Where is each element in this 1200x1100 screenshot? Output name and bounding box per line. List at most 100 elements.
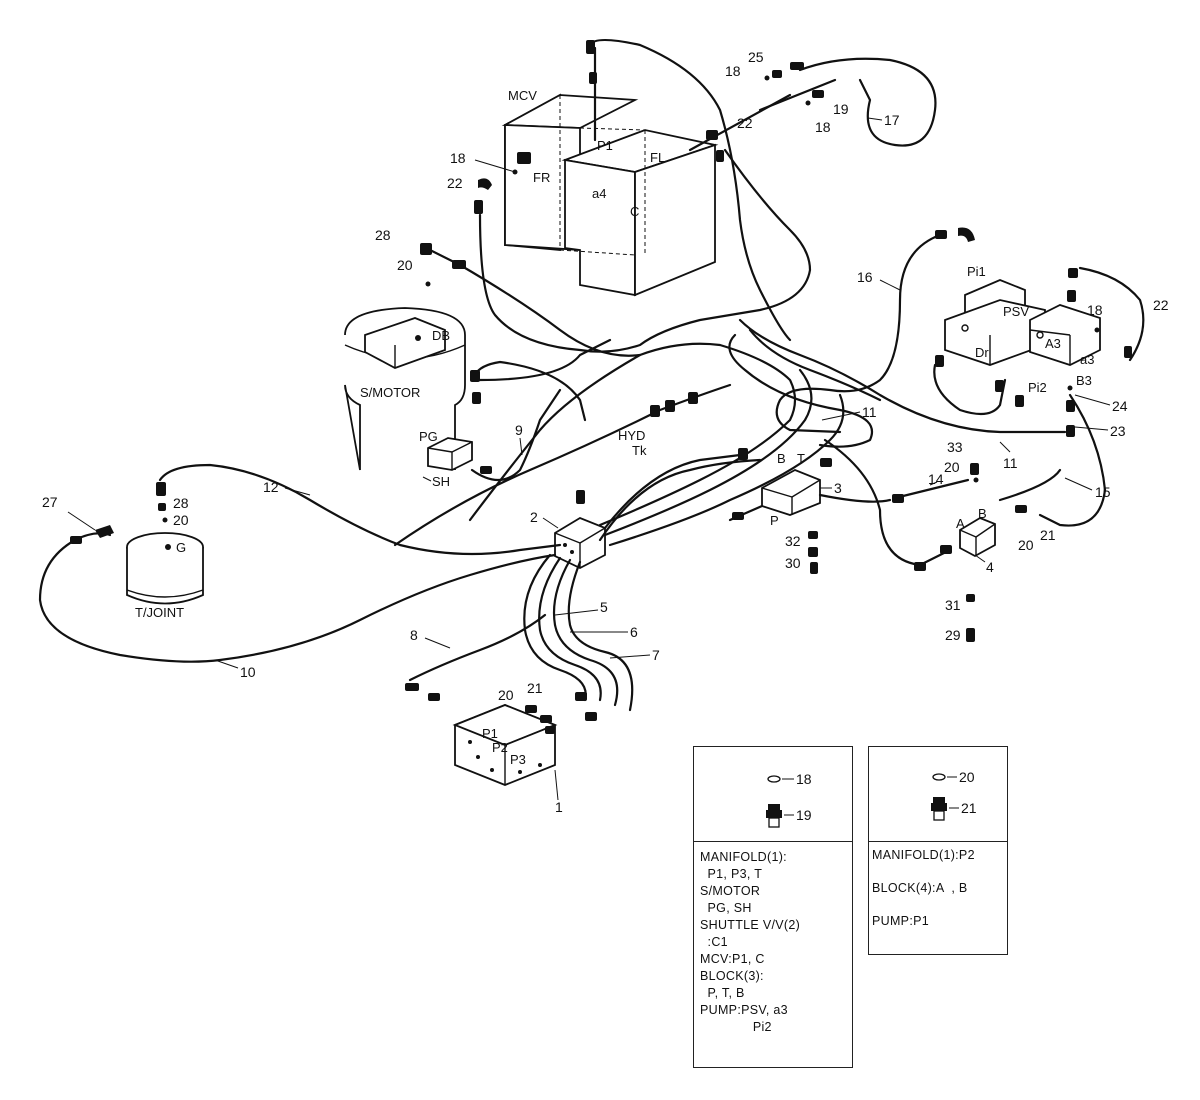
dr-port-label: Dr [975, 345, 989, 360]
plug-fitting-icon [931, 797, 947, 821]
callouts: 1 2 3 4 5 6 7 8 9 10 11 11 12 14 15 16 1… [42, 49, 1169, 815]
callout-22-top: 22 [737, 115, 753, 131]
callout-16: 16 [857, 269, 873, 285]
fr-fitting-icon [517, 152, 531, 164]
legend-right-part-21: 21 [961, 800, 977, 816]
pump-assembly: Pi1 PSV Dr A3 a3 B3 Pi2 [944, 264, 1101, 395]
callout-1: 1 [555, 799, 563, 815]
block3-b-port-label: B [777, 451, 786, 466]
callout-33: 33 [947, 439, 963, 455]
o-ring-icon [932, 773, 946, 781]
callout-18-right: 18 [815, 119, 831, 135]
callout-20-motor: 20 [397, 257, 413, 273]
callout-29: 29 [945, 627, 961, 643]
callout-19: 19 [833, 101, 849, 117]
callout-31: 31 [945, 597, 961, 613]
manifold-p2-port-label: P2 [492, 740, 508, 755]
smotor-label: S/MOTOR [360, 385, 420, 400]
legend-left-part-18: 18 [796, 771, 812, 787]
callout-5: 5 [600, 599, 608, 615]
legend-right-line: MANIFOLD(1):P2 [872, 848, 975, 862]
mcv-assembly: MCV FR FL P1 a4 C [501, 88, 719, 297]
callout-12: 12 [263, 479, 279, 495]
callout-27: 27 [42, 494, 58, 510]
manifold-p3-port-label: P3 [510, 752, 526, 767]
block4-a-port-label: A [956, 516, 965, 531]
fr-port-label: FR [533, 170, 550, 185]
callout-20-block4b: 20 [1018, 537, 1034, 553]
pi1-port-label: Pi1 [967, 264, 986, 279]
block-3: B T P [761, 451, 821, 528]
mcv-c-port-label: C [630, 204, 639, 219]
legend-left-line: :C1 [700, 935, 728, 949]
callout-22-pump: 22 [1153, 297, 1169, 313]
tjoint-label: T/JOINT [135, 605, 184, 620]
callout-11-upper: 11 [862, 404, 877, 420]
callout-30: 30 [785, 555, 801, 571]
callout-23: 23 [1110, 423, 1126, 439]
fittings [70, 40, 1132, 734]
legend-left: 18 19 MANIFOLD(1): P1, P3, T S/MOTOR PG,… [693, 746, 853, 1068]
pg-sh-block: PG SH [419, 429, 473, 489]
a3-port-label: a3 [1080, 352, 1094, 367]
callout-15: 15 [1095, 484, 1111, 500]
callout-25: 25 [748, 49, 764, 65]
legend-right-line: PUMP:P1 [872, 914, 929, 928]
block3-t-port-label: T [797, 451, 805, 466]
legend-left-line: PUMP:PSV, a3 [700, 1003, 788, 1017]
callout-22-mcv: 22 [447, 175, 463, 191]
callout-21-block4: 21 [1040, 527, 1056, 543]
pi2-port-label: Pi2 [1028, 380, 1047, 395]
a3-cap-port-label: A3 [1045, 336, 1061, 351]
legend-right-text: MANIFOLD(1):P2 BLOCK(4):A , B PUMP:P1 [872, 847, 975, 930]
pg-label: PG [419, 429, 438, 444]
callout-10: 10 [240, 664, 256, 680]
callout-2: 2 [530, 509, 538, 525]
b3-port-label: B3 [1076, 373, 1092, 388]
callout-20-tjoint: 20 [173, 512, 189, 528]
legend-right-part-20: 20 [959, 769, 975, 785]
legend-right-line: BLOCK(4):A , B [872, 881, 968, 895]
callout-8: 8 [410, 627, 418, 643]
legend-left-line: BLOCK(3): [700, 969, 764, 983]
callout-4: 4 [986, 559, 994, 575]
g-port-icon [165, 544, 171, 550]
block4-b-port-label: B [978, 506, 987, 521]
mcv-label: MCV [508, 88, 537, 103]
callout-9: 9 [515, 422, 523, 438]
tk-label: Tk [632, 443, 647, 458]
manifold-p1-port-label: P1 [482, 726, 498, 741]
g-port-label: G [176, 540, 186, 555]
callout-6: 6 [630, 624, 638, 640]
block-4: A B [956, 506, 996, 558]
sh-label: SH [432, 474, 450, 489]
legend-left-line: SHUTTLE V/V(2) [700, 918, 801, 932]
callout-11-lower: 11 [1003, 455, 1018, 471]
callout-28-motor: 28 [375, 227, 391, 243]
turning-joint: G T/JOINT [126, 532, 204, 620]
hose-lines [38, 38, 1145, 712]
block3-p-port-label: P [770, 513, 779, 528]
fl-port-label: FL [650, 150, 665, 165]
db-port-icon [415, 335, 421, 341]
callout-14: 14 [928, 471, 944, 487]
legend-right-parts: 20 21 [931, 769, 977, 821]
callout-18-pump: 18 [1087, 302, 1103, 318]
o-ring-icon [767, 775, 781, 783]
legend-left-text: MANIFOLD(1): P1, P3, T S/MOTOR PG, SH SH… [700, 849, 800, 1036]
callout-17: 17 [884, 112, 900, 128]
callout-24: 24 [1112, 398, 1128, 414]
hyd-label: HYD [618, 428, 645, 443]
legend-left-line: Pi2 [700, 1020, 772, 1034]
callout-20-block4: 20 [944, 459, 960, 475]
legend-right: 20 21 MANIFOLD(1):P2 BLOCK(4):A , B PUMP… [868, 746, 1008, 955]
shuttle-valve-2 [554, 516, 606, 570]
legend-left-line: MCV:P1, C [700, 952, 765, 966]
legend-left-part-19: 19 [796, 807, 812, 823]
a4-port-label: a4 [592, 186, 606, 201]
callout-28-tjoint: 28 [173, 495, 189, 511]
swing-motor: S/MOTOR DB [344, 307, 466, 471]
legend-left-line: PG, SH [700, 901, 752, 915]
legend-left-line: P, T, B [700, 986, 745, 1000]
legend-left-line: P1, P3, T [700, 867, 763, 881]
